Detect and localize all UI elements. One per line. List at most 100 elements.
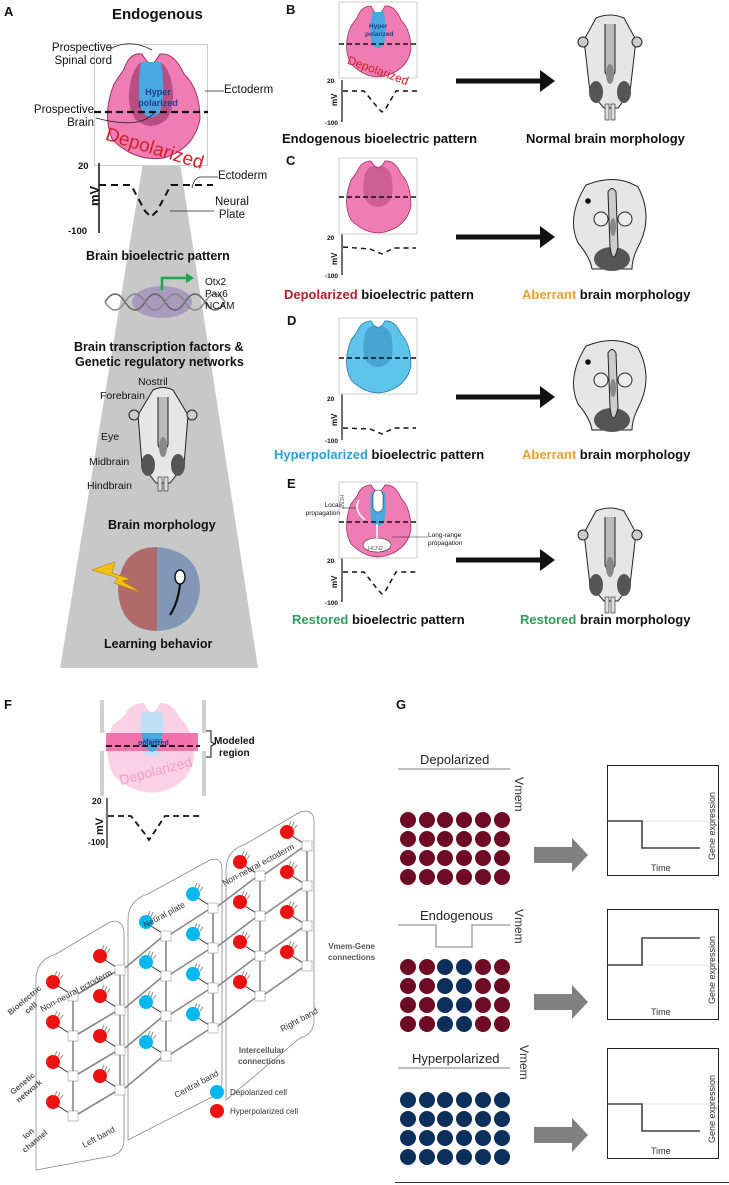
- ion-channel-icon: [101, 1024, 111, 1034]
- vmem-profile-line: [398, 924, 510, 948]
- ion-channel-icon: [147, 910, 157, 920]
- depolarized-cell-dot: [493, 812, 510, 828]
- depolarized-cell-dot: [493, 997, 510, 1013]
- panel-g-bottom-rule: [395, 1182, 729, 1183]
- ion-channel-icon: [101, 944, 111, 954]
- intercellular-link: [217, 877, 256, 907]
- transcription-caption-1: Brain transcription factors &: [74, 340, 244, 354]
- vmem-gene-link: [57, 1105, 70, 1114]
- legend-depolarized-label: Depolarized cell: [230, 1088, 287, 1097]
- intercellular-link: [170, 989, 209, 1015]
- prospective-brain-label: Prospective Brain: [33, 104, 94, 129]
- depolarized-cell-dot: [493, 850, 510, 866]
- intercellular-link: [124, 937, 162, 969]
- vmem-pattern-title: Hyperpolarized: [412, 1051, 500, 1066]
- depolarized-cell-dot: [474, 959, 491, 975]
- hyperpolarized-cell-dot: [437, 959, 454, 975]
- depolarized-cell-dot: [474, 850, 491, 866]
- intercellular-link: [124, 977, 162, 1009]
- vmem-gene-link: [244, 985, 257, 994]
- vmem-gene-link: [244, 945, 257, 954]
- legend-depolarized-swatch: [210, 1085, 224, 1099]
- panel-f-letter: F: [4, 697, 12, 712]
- depolarized-cell-dot: [400, 997, 416, 1013]
- bioelectric-pattern-caption: Brain bioelectric pattern: [86, 249, 230, 263]
- genetic-network-node: [160, 970, 172, 982]
- depolarized-cell-dot: [400, 850, 416, 866]
- vmem-gene-link: [244, 865, 257, 874]
- genetic-network-node: [301, 880, 313, 892]
- vmem-axis-label: Vmem: [512, 777, 526, 812]
- eye-label: Eye: [101, 431, 120, 443]
- depolarized-cell-dot: [437, 831, 454, 847]
- panel-c-right-caption-colored: Aberrant: [522, 287, 577, 302]
- depolarized-cell-dot: [493, 869, 510, 885]
- forebrain-label: Forebrain: [100, 390, 145, 402]
- panel-d-right-caption-text: brain morphology: [576, 447, 691, 462]
- vmem-gene-link: [197, 1017, 210, 1026]
- genetic-network-node: [254, 990, 266, 1002]
- depolarized-cell: [186, 1007, 200, 1021]
- hyperpolarized-cell-dot: [400, 1149, 416, 1165]
- hyperpolarized-cell: [93, 1069, 107, 1083]
- hyperpolarized-cell-dot: [437, 1130, 454, 1146]
- hyperpolarized-cell: [233, 935, 247, 949]
- depolarized-cell-dot: [474, 1016, 491, 1032]
- hyperpolarized-cell-dot: [437, 1092, 454, 1108]
- hyperpolarized-cell: [93, 1029, 107, 1043]
- vmem-profile-line: [398, 1067, 510, 1069]
- depolarized-cell-dot: [474, 978, 491, 994]
- hyperpolarized-cell-dot: [400, 1111, 416, 1127]
- intercellular-link: [124, 1017, 162, 1049]
- ion-channel-icon: [54, 1050, 64, 1060]
- ion-channel-icon: [288, 820, 298, 830]
- hyperpolarized-cell-dot: [418, 1111, 435, 1127]
- hyperpolarized-cell: [280, 945, 294, 959]
- morphology-caption: Brain morphology: [108, 518, 216, 532]
- depolarized-cell-dot: [400, 869, 416, 885]
- midbrain-label: Midbrain: [89, 456, 130, 468]
- gene-expression-axis-label: Gene expression: [707, 791, 717, 860]
- depolarized-cell-dot: [400, 812, 416, 828]
- depolarized-cell-dot: [418, 978, 435, 994]
- hyperpolarized-cell-dot: [437, 997, 454, 1013]
- hyper-label-a: Hyper: [145, 87, 171, 97]
- legend-hyperpolarized-swatch: [210, 1104, 224, 1118]
- gene-otx2: Otx2: [205, 277, 227, 288]
- panel-b-left-caption-text: Endogenous bioelectric pattern: [282, 131, 478, 146]
- intercellular-link: [77, 1051, 116, 1075]
- hyperpolarized-cell-dot: [456, 1092, 473, 1108]
- vmem-gene-link: [104, 959, 117, 968]
- genetic-network-node: [160, 1050, 172, 1062]
- ion-channel-icon: [288, 860, 298, 870]
- hyperpolarized-cell-dot: [456, 1016, 473, 1032]
- axis-bottom-a: -100: [68, 226, 88, 237]
- genetic-network-node: [160, 930, 172, 942]
- time-axis-label: Time: [651, 1146, 671, 1156]
- right-band-outline: [225, 810, 315, 1101]
- panel-b-normal-brain-icon: [577, 14, 643, 121]
- depolarized-cell-dot: [418, 1016, 435, 1032]
- annotation-vmem-gene: Vmem-Gene connections: [328, 942, 376, 962]
- panel-b-embryo: [338, 1, 418, 79]
- intercellular-link: [217, 997, 256, 1027]
- depolarized-cell-dot: [418, 997, 435, 1013]
- ion-channel-icon: [241, 930, 251, 940]
- panel-e-embryo: [338, 481, 418, 559]
- arrow-d: [456, 386, 555, 408]
- vmem-gene-link: [291, 875, 304, 884]
- hyperpolarized-cell-dot: [400, 1092, 416, 1108]
- genetic-network-node: [114, 1084, 126, 1096]
- ectoderm-label: Ectoderm: [224, 84, 274, 96]
- axis-top-e: 20: [327, 558, 335, 565]
- depolarized-cell-dot: [456, 869, 473, 885]
- genetic-network-node: [301, 960, 313, 972]
- hyperpolarized-cell-dot: [437, 1016, 454, 1032]
- depolarized-cell-dot: [418, 869, 435, 885]
- ion-channel-icon: [241, 970, 251, 980]
- depolarized-cell: [186, 967, 200, 981]
- hyper-label-b: Hyper: [369, 23, 388, 30]
- vmem-gene-link: [291, 915, 304, 924]
- ion-channel-icon: [241, 850, 251, 860]
- gene-ncam: NCAM: [205, 301, 235, 312]
